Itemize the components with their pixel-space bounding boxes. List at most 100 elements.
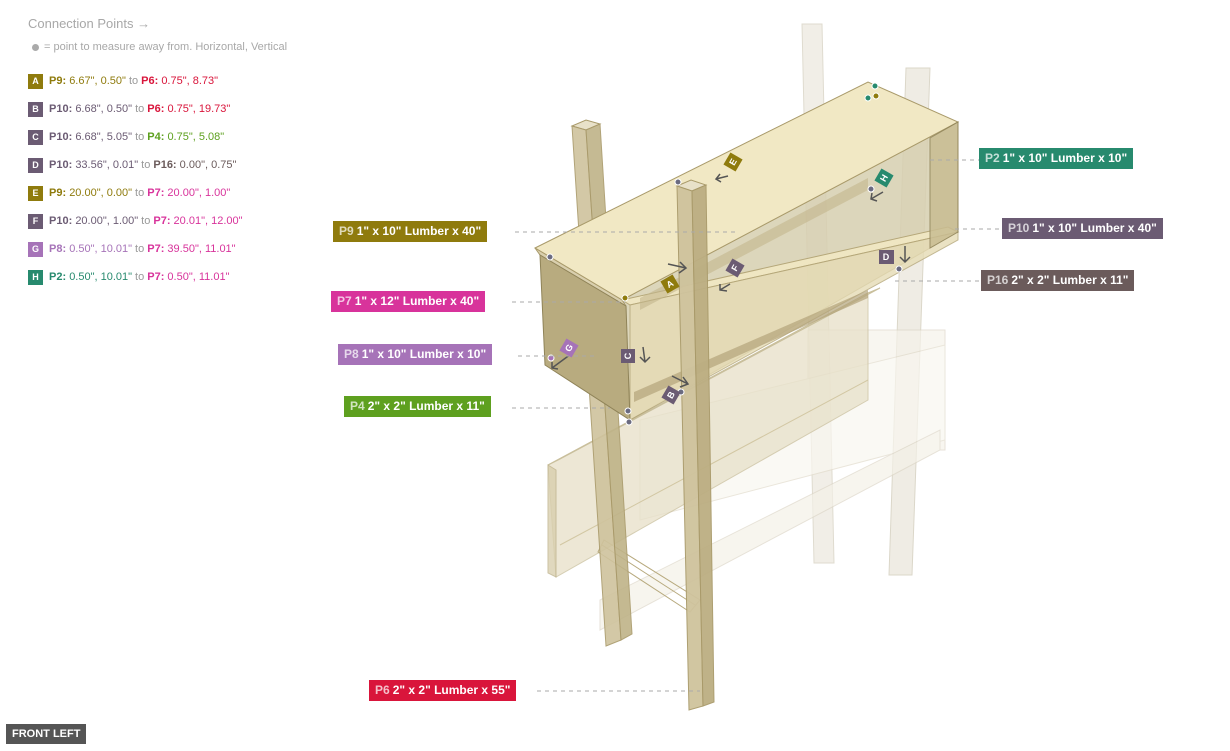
to-values: 0.50", 11.01" <box>167 271 230 283</box>
to-values: 0.75", 8.73" <box>161 75 219 87</box>
connection-dots[interactable] <box>546 82 903 426</box>
part-id: P6 <box>375 683 390 697</box>
from-values: 0.50", 10.01" <box>69 243 133 255</box>
from-part: P2: <box>49 271 67 283</box>
from-part: P9: <box>49 75 67 87</box>
part-desc: 1" x 10" Lumber x 10" <box>1002 151 1128 165</box>
part-desc: 1" x 10" Lumber x 40" <box>356 224 482 238</box>
svg-text:A: A <box>665 278 676 290</box>
connection-badge: B <box>28 101 43 117</box>
part-id: P4 <box>350 399 365 413</box>
part-id: P10 <box>1008 221 1030 235</box>
part-desc: 1" x 10" Lumber x 40" <box>1032 221 1157 235</box>
to-word: to <box>135 187 145 199</box>
to-part: P7: <box>147 187 165 199</box>
connection-points-title[interactable]: Connection Points → <box>28 16 151 31</box>
from-values: 0.50", 10.01" <box>69 271 133 283</box>
from-values: 33.56", 0.01" <box>75 159 139 171</box>
part-id: P8 <box>344 347 359 361</box>
model-badge-d: D <box>879 250 894 264</box>
to-word: to <box>135 271 145 283</box>
point-dot-icon <box>32 43 39 51</box>
connection-badge: H <box>28 269 43 285</box>
to-word: to <box>135 103 145 115</box>
model-badge-c: C <box>621 349 635 363</box>
to-word: to <box>135 131 145 143</box>
part-desc: 1" x 10" Lumber x 10" <box>361 347 487 361</box>
model-badge-f: F <box>725 258 745 278</box>
to-values: 0.00", 0.75" <box>179 159 237 171</box>
from-part: P8: <box>49 243 67 255</box>
svg-text:C: C <box>623 352 633 359</box>
part-desc: 2" x 2" Lumber x 55" <box>392 683 511 697</box>
from-values: 20.00", 0.00" <box>69 187 133 199</box>
from-values: 6.68", 0.50" <box>75 103 133 115</box>
svg-text:E: E <box>727 157 739 167</box>
connection-badge: F <box>28 213 43 229</box>
model-badge-a: A <box>660 274 680 294</box>
model-badge-h: H <box>874 168 894 188</box>
part-id: P9 <box>339 224 354 238</box>
to-part: P4: <box>147 131 165 143</box>
from-part: P10: <box>49 103 73 115</box>
model-badges[interactable]: E H A F D G C B <box>559 152 894 405</box>
part-id: P16 <box>987 273 1009 287</box>
connection-badge: C <box>28 129 43 145</box>
model-badge-b: B <box>661 385 681 405</box>
front-left-view-button[interactable]: FRONT LEFT <box>6 724 87 744</box>
legend-text: = point to measure away from. Horizontal… <box>44 41 288 53</box>
from-values: 20.00", 1.00" <box>75 215 139 227</box>
model-badge-g: G <box>559 338 579 358</box>
part-id: P2 <box>985 151 1000 165</box>
svg-text:B: B <box>665 389 677 400</box>
to-part: P7: <box>153 215 171 227</box>
front-right-post <box>675 179 715 711</box>
to-part: P6: <box>141 75 159 87</box>
svg-text:F: F <box>729 263 741 273</box>
to-word: to <box>135 243 145 255</box>
from-part: P10: <box>49 131 73 143</box>
part-desc: 2" x 2" Lumber x 11" <box>367 399 485 413</box>
from-part: P10: <box>49 215 73 227</box>
part-desc: 2" x 2" Lumber x 11" <box>1011 273 1129 287</box>
from-values: 6.67", 0.50" <box>69 75 126 87</box>
to-values: 39.50", 11.01" <box>167 243 236 255</box>
connection-badge: G <box>28 241 43 257</box>
connection-badge: D <box>28 157 43 173</box>
to-values: 0.75", 19.73" <box>167 103 231 115</box>
leader-lines <box>512 159 1002 692</box>
to-part: P7: <box>147 243 165 255</box>
connection-badge: E <box>28 185 43 201</box>
connection-badge: A <box>28 73 43 89</box>
svg-text:G: G <box>563 342 575 353</box>
to-word: to <box>141 159 151 171</box>
to-part: P16: <box>153 159 177 171</box>
from-values: 6.68", 5.05" <box>75 131 133 143</box>
to-part: P6: <box>147 103 165 115</box>
to-part: P7: <box>147 271 165 283</box>
to-word: to <box>141 215 151 227</box>
from-part: P10: <box>49 159 73 171</box>
to-values: 20.01", 12.00" <box>173 215 243 227</box>
svg-text:D: D <box>883 252 890 262</box>
from-part: P9: <box>49 187 67 199</box>
part-desc: 1" x 12" Lumber x 40" <box>354 294 480 308</box>
model-badge-e: E <box>723 152 743 172</box>
